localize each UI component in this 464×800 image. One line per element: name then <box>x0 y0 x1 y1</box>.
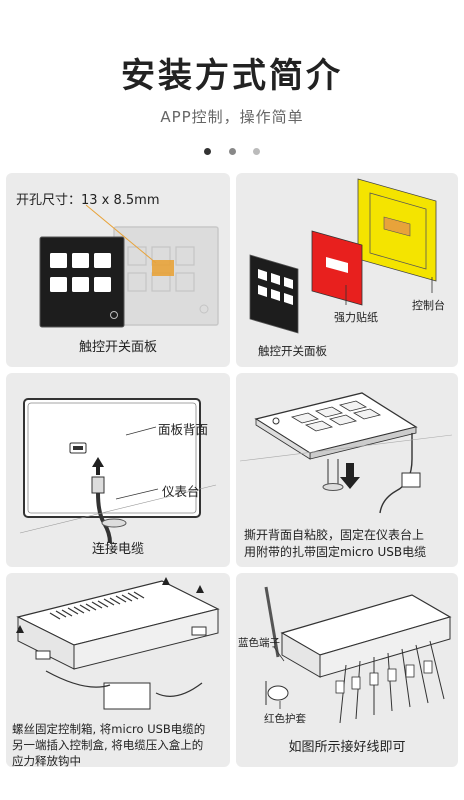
panel-hole-size: 开孔尺寸：13 x 8.5mm 触控开关面板 <box>6 173 230 367</box>
panel-control-box-caption-2: 另一端插入控制盒, 将电缆压入盒上的 <box>12 738 204 752</box>
hole-size-label: 开孔尺寸：13 x 8.5mm <box>16 193 160 208</box>
carousel-dot-1[interactable] <box>204 148 212 155</box>
dashboard-label: 控制台 <box>412 299 445 312</box>
panel-hole-size-caption: 触控开关面板 <box>78 340 157 355</box>
panel-wiring-caption: 如图所示接好线即可 <box>288 740 406 755</box>
blue-terminal-label: 蓝色端子 <box>238 637 280 649</box>
hole-cutout-highlight <box>152 260 174 276</box>
carousel-dot-2[interactable] <box>228 148 236 155</box>
panel-wiring: 蓝色端子 红色护套 如图所示接好线即可 <box>236 573 458 767</box>
panel-layers: 强力贴纸 控制台 触控开关面板 <box>236 173 458 367</box>
panel-connect-cable: 面板背面 仪表台 连接电缆 <box>6 373 230 567</box>
panel-back-label: 面板背面 <box>158 422 209 437</box>
panel-control-box-caption-3: 应力释放钩中 <box>12 754 81 767</box>
page-title: 安装方式简介 <box>121 56 343 96</box>
carousel-dots <box>0 140 464 159</box>
panel-mount-caption-2: 用附带的扎带固定micro USB电缆 <box>244 545 427 559</box>
panel-connect-cable-illustration <box>19 398 217 544</box>
panel-connect-cable-caption: 连接电缆 <box>91 542 144 557</box>
panel-hole-size-illustration <box>39 204 219 328</box>
page-subtitle: APP控制，操作简单 <box>160 108 304 126</box>
panel-wiring-illustration <box>264 586 452 724</box>
panel-layers-illustration <box>249 178 437 334</box>
dashboard-label-2: 仪表台 <box>162 484 200 499</box>
red-sleeve-label: 红色护套 <box>264 713 306 725</box>
panel-mount: 撕开背面自粘胶，固定在仪表台上 用附带的扎带固定micro USB电缆 <box>236 373 458 567</box>
panel-control-box: 螺丝固定控制箱, 将micro USB电缆的 另一端插入控制盒, 将电缆压入盒上… <box>6 573 230 767</box>
panel-layers-caption: 触控开关面板 <box>258 344 327 358</box>
panel-mount-illustration <box>239 392 453 514</box>
panel-control-box-illustration <box>16 577 220 710</box>
adhesive-label: 强力贴纸 <box>334 311 378 324</box>
carousel-dot-3[interactable] <box>252 148 260 155</box>
panel-mount-caption-1: 撕开背面自粘胶，固定在仪表台上 <box>244 528 425 542</box>
panel-control-box-caption-1: 螺丝固定控制箱, 将micro USB电缆的 <box>12 722 206 736</box>
